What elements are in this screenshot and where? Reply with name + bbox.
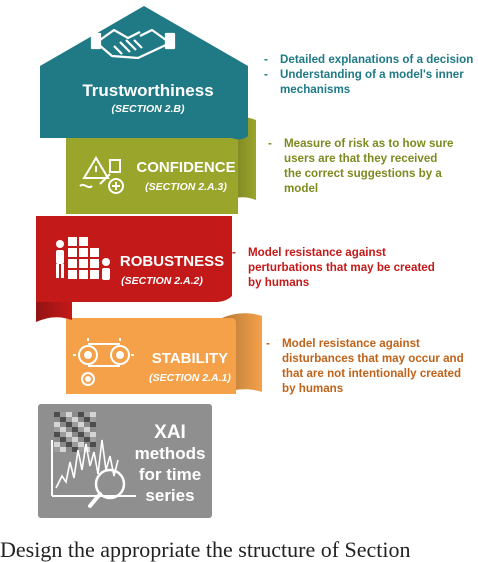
trustworthiness-title: Trustworthiness: [82, 81, 213, 100]
robustness-desc-1: Model resistance against perturbations t…: [248, 246, 435, 289]
trustworthiness-section: (SECTION 2.B): [112, 103, 185, 115]
xai-label-line4: series: [145, 486, 194, 505]
robustness-block: ROBUSTNESS (SECTION 2.A.2): [36, 216, 232, 322]
gears-belt-icon: [73, 338, 134, 386]
confidence-section: (SECTION 2.A.3): [145, 181, 227, 193]
stability-description: -Model resistance against disturbances t…: [266, 336, 468, 396]
people-stacking-blocks-icon: [56, 237, 110, 280]
confidence-title: CONFIDENCE: [136, 159, 235, 176]
trust-desc-1: Detailed explanations of a decision: [280, 53, 474, 66]
stability-section: (SECTION 2.A.1): [149, 372, 231, 384]
xai-label-line1: XAI: [154, 422, 186, 443]
robustness-description: -Model resistance against perturbations …: [232, 245, 446, 290]
trustworthiness-block: Trustworthiness (SECTION 2.B): [40, 6, 248, 140]
xai-label-line2: methods: [135, 444, 206, 463]
list-item: -Detailed explanations of a decision: [264, 53, 474, 66]
risk-assessment-icon: [79, 156, 124, 194]
list-item: -Understanding of a model's inner mechan…: [264, 68, 464, 96]
figure-caption-fragment: Design the appropriate the structure of …: [0, 538, 411, 562]
list-item: -Measure of risk as to how sure users ar…: [268, 137, 454, 195]
time-series-magnifier-icon: [51, 412, 136, 508]
robustness-section: (SECTION 2.A.2): [121, 275, 203, 287]
list-item: -Model resistance against perturbations …: [232, 246, 435, 289]
stability-desc-1: Model resistance against disturbances th…: [282, 337, 464, 395]
confidence-desc-1: Measure of risk as to how sure users are…: [284, 137, 454, 195]
stability-block-shape: [66, 318, 236, 394]
trustworthiness-description: -Detailed explanations of a decision -Un…: [264, 52, 476, 97]
xai-label-line3: for time: [139, 465, 201, 484]
robustness-title: ROBUSTNESS: [120, 253, 224, 270]
trust-desc-2: Understanding of a model's inner mechani…: [280, 68, 464, 96]
confidence-description: -Measure of risk as to how sure users ar…: [268, 136, 454, 196]
list-item: -Model resistance against disturbances t…: [266, 337, 464, 395]
confidence-block-shape: [66, 138, 238, 214]
stability-block: STABILITY (SECTION 2.A.1): [66, 313, 262, 394]
handshake-icon: [90, 28, 176, 60]
stability-title: STABILITY: [152, 350, 228, 367]
trustworthiness-house-shape: [40, 6, 248, 140]
xai-block: XAI methods for time series: [38, 404, 212, 518]
